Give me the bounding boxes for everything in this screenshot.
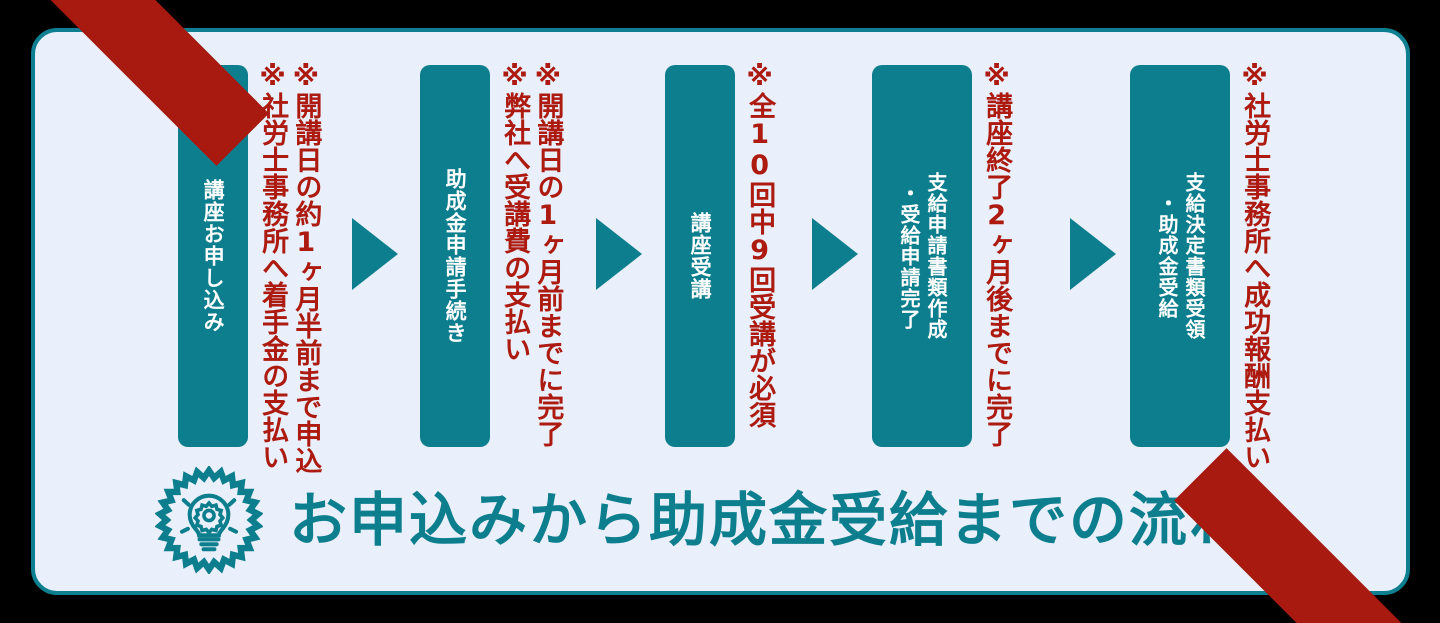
step-box-4[interactable]: 支給申請書類作成・受給申請完了: [872, 65, 972, 447]
step-notes-4: ※講座終了2ヶ月後までに完了: [978, 61, 1013, 447]
step-note-1-2: ※社労士事務所へ着手金の支払い: [257, 61, 289, 470]
step-label-5: 支給決定書類受領・助成金受給: [1155, 172, 1206, 340]
arrow-icon-2: [596, 218, 642, 290]
step-notes-1: ※開講日の約1ヶ月半前まで申込 ※社労士事務所へ着手金の支払い: [254, 61, 322, 474]
step-label-1: 講座お申し込み: [201, 179, 226, 333]
lightbulb-gear-badge-icon: [154, 464, 264, 576]
step-note-5-1: ※社労士事務所へ成功報酬支払い: [1239, 61, 1271, 470]
step-box-2[interactable]: 助成金申請手続き: [420, 65, 490, 447]
step-box-5[interactable]: 支給決定書類受領・助成金受給: [1130, 65, 1230, 447]
arrow-icon-3: [812, 218, 858, 290]
step-label-4: 支給申請書類作成・受給申請完了: [897, 172, 948, 340]
arrow-icon-4: [1070, 218, 1116, 290]
step-note-3-1: ※全10回中9回受講が必須: [744, 61, 776, 428]
page-title: お申込みから助成金受給までの流れ: [289, 486, 1250, 554]
step-box-3[interactable]: 講座受講: [665, 65, 735, 447]
step-note-1-1: ※開講日の約1ヶ月半前まで申込: [290, 61, 322, 474]
step-label-2: 助成金申請手続き: [443, 168, 468, 344]
arrow-icon-1: [352, 218, 398, 290]
step-note-2-2: ※弊社へ受講費の支払い: [499, 61, 531, 362]
footer: お申込みから助成金受給までの流れ: [154, 464, 1250, 576]
step-notes-5: ※社労士事務所へ成功報酬支払い: [1236, 61, 1271, 470]
step-box-1[interactable]: 講座お申し込み: [178, 65, 248, 447]
step-notes-2: ※開講日の1ヶ月前までに完了 ※弊社へ受講費の支払い: [496, 61, 564, 447]
step-note-2-1: ※開講日の1ヶ月前までに完了: [532, 61, 564, 447]
step-label-3: 講座受講: [688, 212, 713, 300]
step-note-4-1: ※講座終了2ヶ月後までに完了: [981, 61, 1013, 447]
step-notes-3: ※全10回中9回受講が必須: [741, 61, 776, 428]
